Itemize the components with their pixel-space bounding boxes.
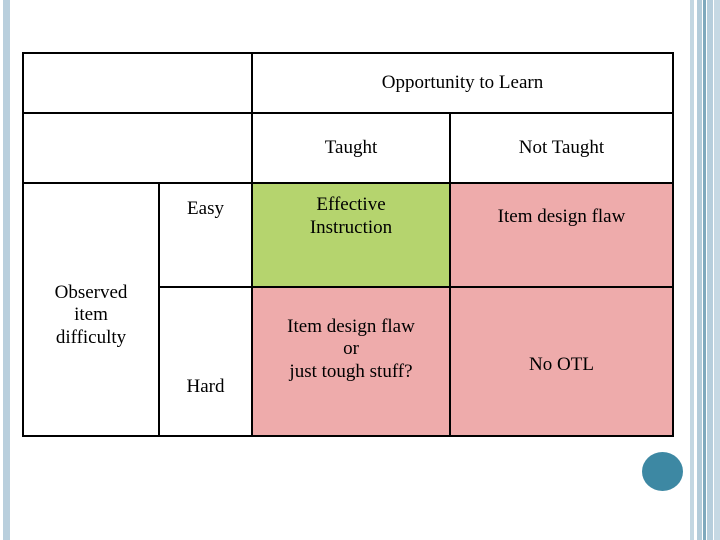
row-header-hard: Hard <box>158 285 253 438</box>
right-edge-stripe-5 <box>714 0 720 540</box>
cell-easy-not-taught-line-1: Item design flaw <box>497 205 626 227</box>
row-group-header-observed-item-difficulty: Observed item difficulty <box>22 182 160 437</box>
matrix-table: Opportunity to Learn Taught Not Taught O… <box>22 52 674 438</box>
table-row-easy: Observed item difficulty Easy Effective … <box>22 182 674 437</box>
cell-easy-taught-line-1: Effective <box>316 194 386 216</box>
cell-hard-taught: Item design flaw or just tough stuff? <box>251 285 451 438</box>
row-header-easy: Easy <box>158 182 253 288</box>
row-group-line-3: difficulty <box>55 326 127 348</box>
column-group-header: Opportunity to Learn <box>251 52 674 114</box>
teal-circle-decoration <box>642 452 683 491</box>
opportunity-to-learn-matrix: Opportunity to Learn Taught Not Taught O… <box>22 52 674 438</box>
row-group-line-1: Observed <box>54 281 128 303</box>
right-edge-stripe-2 <box>697 0 702 540</box>
left-edge-stripe <box>3 0 10 540</box>
right-edge-stripe-1 <box>690 0 694 540</box>
table-row-group-header: Opportunity to Learn <box>22 52 674 114</box>
cell-easy-not-taught: Item design flaw <box>449 182 674 288</box>
cell-hard-taught-line-2: or <box>343 338 359 360</box>
cell-easy-taught-line-2: Instruction <box>309 216 393 238</box>
table-row-column-headers: Taught Not Taught <box>22 112 674 184</box>
right-edge-stripe-3 <box>703 0 706 540</box>
cell-easy-taught: Effective Instruction <box>251 182 451 288</box>
table-row-hard: Hard Item design flaw or just tough stuf… <box>23 285 674 438</box>
column-header-taught: Taught <box>251 112 451 184</box>
row-header-easy-label: Easy <box>187 197 224 219</box>
corner-cell-blank <box>22 112 253 184</box>
right-edge-stripe-4 <box>707 0 713 540</box>
cell-hard-not-taught: No OTL <box>449 285 674 438</box>
column-header-not-taught: Not Taught <box>449 112 674 184</box>
cell-hard-taught-line-1: Item design flaw <box>287 315 415 337</box>
cell-hard-not-taught-line-1: No OTL <box>529 354 594 376</box>
corner-cell-empty <box>22 52 253 114</box>
row-group-line-2: item <box>74 304 108 326</box>
row-header-hard-label: Hard <box>186 376 225 398</box>
cell-hard-taught-line-3: just tough stuff? <box>289 360 413 382</box>
